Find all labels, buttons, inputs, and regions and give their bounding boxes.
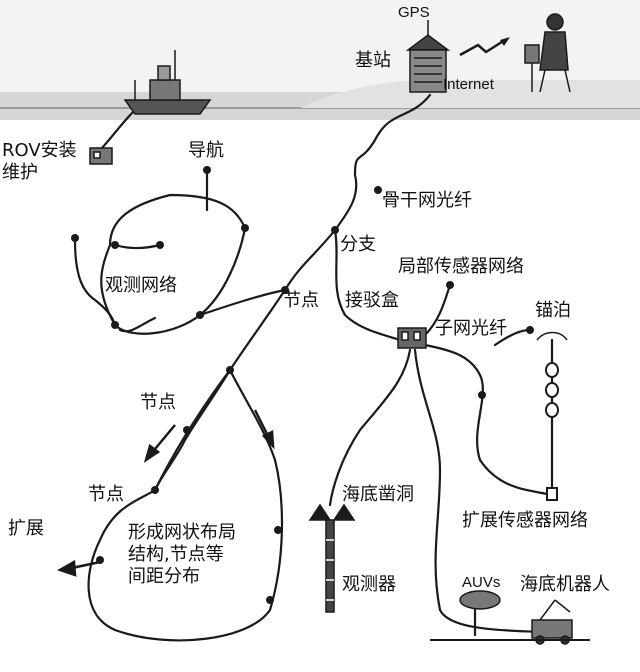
- node-dot: [156, 241, 164, 249]
- node-dot: [281, 286, 289, 294]
- ship-icon: [123, 50, 212, 115]
- auv-icon: [459, 590, 501, 610]
- gps-label: GPS: [398, 4, 430, 21]
- node-middle-label: 节点: [140, 392, 176, 413]
- node-dot: [71, 234, 79, 242]
- operator-icon: [524, 13, 571, 93]
- node-dot: [478, 391, 486, 399]
- expand-arrow-head: [56, 559, 77, 577]
- node-dot: [151, 486, 159, 494]
- branch-line: [333, 228, 402, 342]
- ring-left-line: [73, 238, 117, 327]
- mesh-note-label: 形成网状布局 结构,节点等 间距分布: [128, 522, 236, 587]
- buoy-icon: [545, 362, 559, 501]
- extended-sensor-network-label: 扩展传感器网络: [462, 510, 588, 531]
- observation-network-label: 观测网络: [105, 275, 177, 296]
- branch-label: 分支: [340, 234, 376, 255]
- base-station-label: 基站: [355, 50, 391, 71]
- ring-to-backbone-line: [198, 288, 287, 317]
- seabed-robot-icon: [531, 599, 573, 645]
- expand-label: 扩展: [8, 518, 44, 539]
- backbone-fiber-line: [153, 93, 432, 492]
- expand-arrow: [71, 560, 101, 570]
- local-sensor-network-label: 局部传感器网络: [398, 256, 524, 277]
- navigation-label: 导航: [188, 140, 224, 161]
- internet-label: Internet: [443, 76, 494, 93]
- node-dot: [274, 526, 282, 534]
- node-dot: [183, 426, 191, 434]
- borehole-label: 海底凿洞: [342, 484, 414, 505]
- node-dot: [266, 596, 274, 604]
- local-sensor-line: [423, 283, 452, 337]
- node-upper-label: 节点: [283, 290, 319, 311]
- mesh-arrow-left-head: [143, 443, 161, 463]
- rov-label: ROV安装 维护: [2, 140, 77, 183]
- borehole-observer-icon: [308, 503, 356, 613]
- node-dot: [526, 326, 534, 334]
- node-dot: [96, 556, 104, 564]
- seabed-robot-label: 海底机器人: [520, 574, 610, 595]
- coast-land: [300, 80, 640, 108]
- mesh-arrow-right-head: [261, 430, 275, 450]
- node-dot: [111, 241, 119, 249]
- junction-box-label: 接驳盒: [345, 290, 399, 311]
- junction-box-icon: [397, 327, 427, 349]
- subnet-fiber-label: 子网光纤: [435, 318, 507, 339]
- node-lower-label: 节点: [88, 484, 124, 505]
- node-dot: [196, 311, 204, 319]
- node-dot: [241, 224, 249, 232]
- node-dot: [226, 366, 234, 374]
- node-dot: [374, 186, 382, 194]
- mooring-float: [536, 331, 568, 341]
- ring-inner-line: [113, 243, 162, 250]
- base-station-icon: [405, 20, 451, 93]
- observation-ring-line: [100, 193, 247, 335]
- node-dot: [446, 281, 454, 289]
- mooring-label: 锚泊: [535, 300, 571, 321]
- rov-icon: [89, 147, 113, 165]
- ring-bottom-line: [118, 316, 157, 333]
- node-dot: [331, 226, 339, 234]
- signal-icon: [459, 38, 506, 57]
- observer-label: 观测器: [342, 574, 396, 595]
- junction-to-borehole-line: [328, 348, 412, 507]
- auvs-label: AUVs: [462, 574, 501, 591]
- backbone-fiber-label: 骨干网光纤: [382, 190, 472, 211]
- node-dot: [111, 321, 119, 329]
- subnet-fiber-line: [423, 343, 554, 497]
- node-dot: [203, 166, 211, 174]
